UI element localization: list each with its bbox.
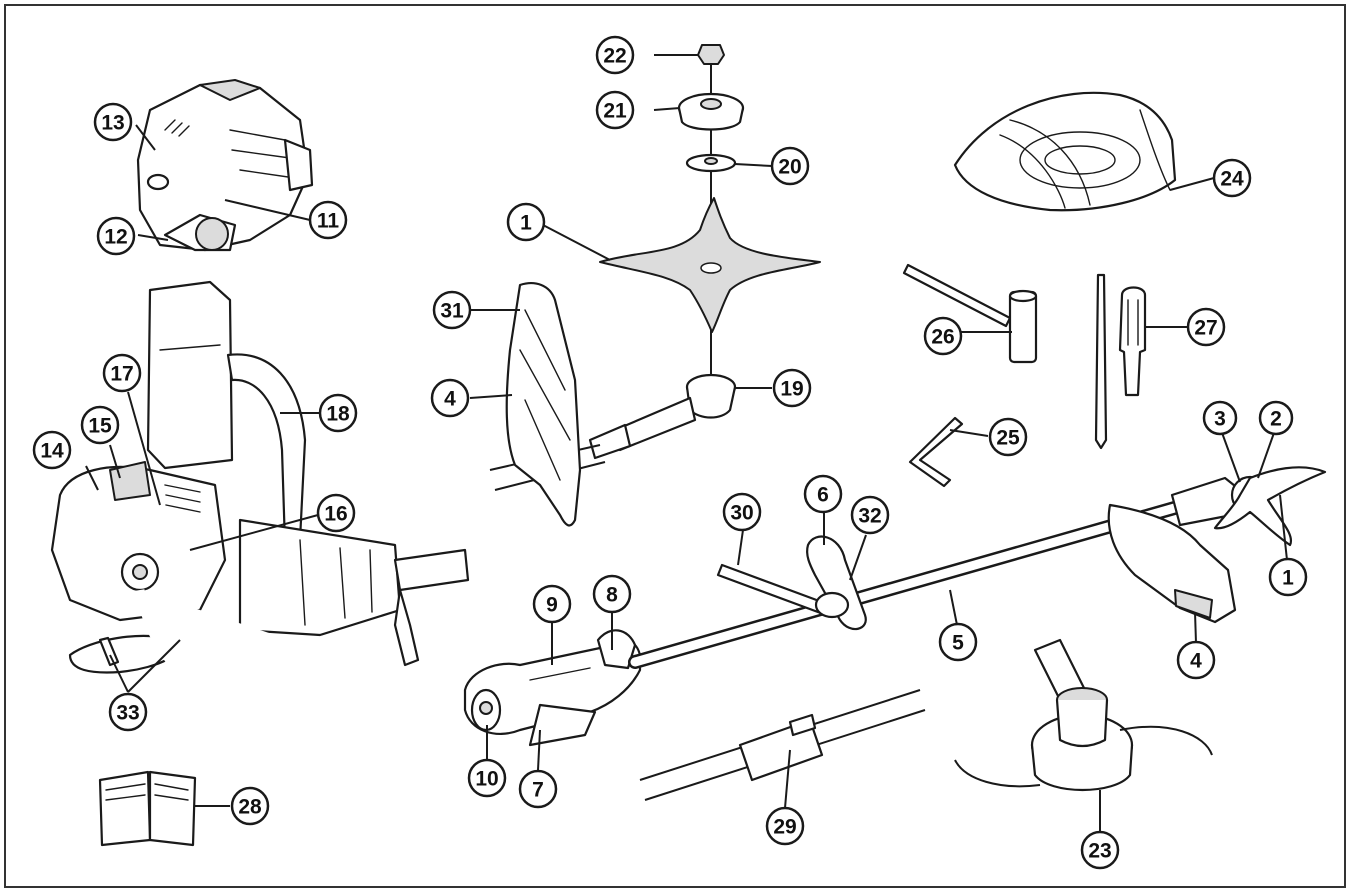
callout-28: 28 [230, 786, 270, 826]
callout-18: 18 [318, 393, 358, 433]
callout-13: 13 [93, 102, 133, 142]
callout-12: 12 [96, 216, 136, 256]
callout-6: 6 [803, 474, 843, 514]
drive-hose-inner [135, 589, 472, 726]
callout-4-lower: 4 [1176, 640, 1216, 680]
callout-32: 32 [850, 495, 890, 535]
blade-guard-part [505, 282, 582, 527]
callout-15-text: 15 [88, 415, 112, 438]
callout-1-right: 1 [1268, 557, 1308, 597]
callout-1-blade-text: 1 [520, 212, 532, 235]
gearhead-right-part [1107, 466, 1327, 624]
hex-key-part [908, 416, 964, 488]
callout-1-right-text: 1 [1282, 567, 1294, 590]
trimmer-head-part [954, 638, 1213, 791]
callout-8: 8 [592, 574, 632, 614]
callout-29: 29 [765, 806, 805, 846]
callout-19: 19 [772, 368, 812, 408]
callout-23: 23 [1080, 830, 1120, 870]
callout-18-text: 18 [326, 403, 350, 426]
callout-31-text: 31 [440, 300, 464, 323]
callout-16-text: 16 [324, 503, 347, 526]
callout-15: 15 [80, 405, 120, 445]
callout-11-text: 11 [317, 210, 340, 233]
callout-30: 30 [722, 492, 762, 532]
callout-3-text: 3 [1214, 408, 1226, 431]
callout-31: 31 [432, 290, 472, 330]
callout-20: 20 [770, 146, 810, 186]
callout-5: 5 [938, 622, 978, 662]
handle-part [463, 629, 642, 747]
callout-16: 16 [316, 493, 356, 533]
leader-lines [85, 54, 1288, 832]
callout-5-text: 5 [952, 632, 964, 655]
callout-25: 25 [988, 417, 1028, 457]
callout-24-text: 24 [1220, 168, 1244, 191]
callout-13-text: 13 [101, 112, 124, 135]
callout-4-upper: 4 [430, 378, 470, 418]
screwdriver-part [1094, 273, 1147, 450]
callout-9: 9 [532, 584, 572, 624]
callout-14-text: 14 [40, 440, 64, 463]
callout-14: 14 [32, 430, 72, 470]
callout-7-text: 7 [532, 779, 544, 802]
callout-9-text: 9 [546, 594, 558, 617]
callout-19-text: 19 [780, 378, 803, 401]
callout-23-text: 23 [1088, 840, 1111, 863]
handlebar-part [716, 535, 867, 631]
backpack-unit-part [50, 280, 470, 674]
callout-2-text: 2 [1270, 408, 1282, 431]
manual-book-icon [98, 770, 197, 847]
callout-22: 22 [595, 35, 635, 75]
callout-6-text: 6 [817, 484, 829, 507]
callout-22-text: 22 [603, 45, 626, 68]
callout-17: 17 [102, 353, 142, 393]
callout-27: 27 [1186, 307, 1226, 347]
callout-7: 7 [518, 769, 558, 809]
socket-wrench-part [902, 263, 1038, 364]
callout-21-text: 21 [603, 100, 627, 123]
blade-assembly-part [489, 44, 821, 491]
main-shaft-inner [630, 500, 1190, 667]
callout-26-text: 26 [931, 326, 954, 349]
callout-20-text: 20 [778, 156, 801, 179]
callout-4-lower-text: 4 [1190, 650, 1202, 673]
callout-30-text: 30 [730, 502, 753, 525]
callout-4-upper-text: 4 [444, 388, 456, 411]
callout-24: 24 [1212, 158, 1252, 198]
callout-28-text: 28 [238, 796, 262, 819]
callout-21: 21 [595, 90, 635, 130]
callout-2: 2 [1258, 400, 1294, 436]
harness-guard-part [953, 91, 1177, 212]
callout-33: 33 [108, 692, 148, 732]
callout-8-text: 8 [606, 584, 618, 607]
callout-12-text: 12 [104, 226, 127, 249]
callout-27-text: 27 [1194, 317, 1217, 340]
callout-1-blade: 1 [506, 202, 546, 242]
callout-3: 3 [1202, 400, 1238, 436]
callout-17-text: 17 [110, 363, 133, 386]
callout-25-text: 25 [996, 427, 1020, 450]
callout-26: 26 [923, 316, 963, 356]
callout-10-text: 10 [475, 768, 498, 791]
callout-29-text: 29 [773, 816, 796, 839]
callout-11: 11 [308, 200, 348, 240]
callout-32-text: 32 [858, 505, 881, 528]
blade-guard-detail [519, 309, 571, 481]
shaft-coupling-part [639, 689, 926, 801]
callout-10: 10 [467, 758, 507, 798]
callout-33-text: 33 [116, 702, 139, 725]
